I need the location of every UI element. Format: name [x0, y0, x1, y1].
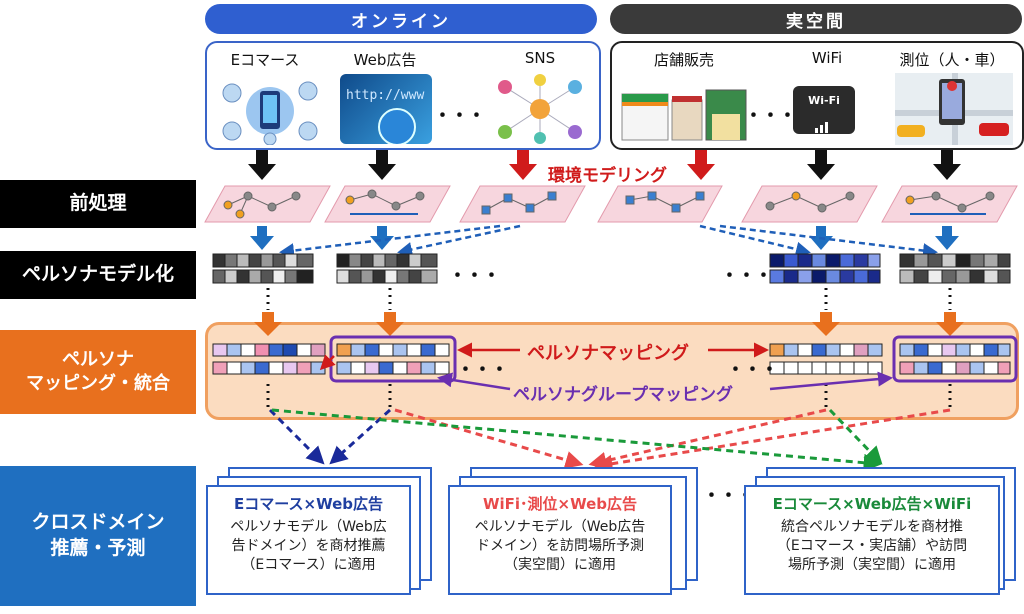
card-1-body: ペルソナモデル（Web広 告ドメイン）を商材推薦 （Eコマース）に適用: [226, 518, 391, 575]
online-header: オンライン: [205, 4, 597, 34]
group-mapping-arrows: [437, 371, 893, 391]
card-1-title: Eコマース×Web広告: [234, 495, 383, 513]
store-illustration: [621, 89, 747, 141]
persona-group-mapping-label: ペルソナグループマッピング: [513, 385, 733, 405]
card-3-title: Eコマース×Web広告×WiFi: [772, 495, 972, 513]
wifi-label: Wi-Fi: [808, 94, 840, 107]
mapping-bar-2: [336, 343, 450, 375]
ecommerce-illustration: [222, 81, 318, 145]
domain-label-web-ads: Web広告: [353, 51, 417, 69]
dashed-model-arrows: [279, 224, 938, 259]
domain-arrows: [248, 150, 961, 180]
mapping-bar-4: [899, 343, 1011, 375]
model-bar-1: [212, 253, 314, 284]
preprocess-panels: [204, 185, 1018, 223]
card-2-body: ペルソナモデル（Web広告 ドメイン）を訪問場所予測 （実空間）に適用: [471, 518, 650, 575]
stage-persona-model: ペルソナモデル化: [0, 251, 196, 299]
model-bar-3: [769, 253, 881, 284]
mapping-bar-1: [212, 343, 326, 375]
panel-graph-3: [481, 191, 557, 215]
stage-preprocess: 前処理: [0, 180, 196, 228]
mapping-bar-3: [769, 343, 883, 375]
panel-graph-6: [905, 191, 995, 215]
real-domain-ellipsis: ･･･: [748, 104, 800, 129]
model-bar-2: [336, 253, 438, 284]
panel-graph-1: [223, 191, 301, 219]
signal-bars-icon: [815, 114, 828, 133]
env-modeling-label: 環境モデリング: [548, 166, 667, 186]
stage-persona-mapping: ペルソナ マッピング・統合: [0, 330, 196, 414]
online-domain-ellipsis: ･･･: [437, 104, 489, 129]
stage-cross-domain-line2: 推薦・予測: [50, 537, 146, 559]
model-row-ellipsis-left: ･･･: [452, 264, 504, 289]
card-3-body-line1: 統合ペルソナモデルを商材推: [781, 519, 963, 535]
stage-persona-mapping-line1: ペルソナ: [62, 348, 134, 370]
card-2-body-line3: （実空間）に適用: [504, 556, 616, 573]
red-arrows: [394, 408, 951, 473]
card-1-body-line2: 告ドメイン）を商材推薦: [231, 537, 386, 554]
domain-label-sns: SNS: [524, 49, 556, 67]
persona-model-bars: [212, 253, 1011, 284]
stage-persona-mapping-line2: マッピング・統合: [26, 373, 170, 394]
green-arrows: [271, 408, 883, 472]
card-ecommerce-web-ads: Eコマース×Web広告 ペルソナモデル（Web広 告ドメイン）を商材推薦 （Eコ…: [206, 485, 411, 595]
card-2-body-line1: ペルソナモデル（Web広告: [474, 519, 646, 535]
panel-graph-5: [765, 191, 855, 213]
web-address-text: http://www: [346, 88, 425, 103]
wifi-router-illustration: Wi-Fi: [793, 86, 855, 134]
real-space-header: 実空間: [610, 4, 1022, 34]
card-wifi-positioning-web-ads: WiFi･測位×Web広告 ペルソナモデル（Web広告 ドメイン）を訪問場所予測…: [448, 485, 672, 595]
card-2-body-line2: ドメイン）を訪問場所予測: [476, 537, 644, 554]
web-ads-illustration: http://www: [340, 74, 432, 144]
model-bar-4: [899, 253, 1011, 284]
card-2-title: WiFi･測位×Web広告: [482, 495, 638, 513]
mapping-bars: [212, 335, 1018, 383]
sns-illustration: [498, 74, 582, 144]
panel-graph-2: [345, 189, 425, 215]
card-3-body: 統合ペルソナモデルを商材推 （Eコマース・実店舗）や訪問 場所予測（実空間）に適…: [773, 518, 971, 575]
card-3-body-line2: （Eコマース・実店舗）や訪問: [776, 537, 968, 554]
mapping-row-ellipsis-right: ･･･: [730, 358, 782, 383]
card-1-body-line1: ペルソナモデル（Web広: [230, 519, 387, 535]
cards-ellipsis: ･･･: [706, 484, 758, 509]
card-ecommerce-web-ads-wifi: Eコマース×Web広告×WiFi 統合ペルソナモデルを商材推 （Eコマース・実店…: [744, 485, 1000, 595]
mapping-row-ellipsis-left: ･･･: [460, 358, 512, 383]
mapping-arrows: [254, 312, 964, 336]
globe-icon: [378, 108, 416, 144]
model-row-ellipsis-right: ･･･: [724, 264, 776, 289]
domain-label-ecommerce: Eコマース: [230, 51, 300, 69]
domain-label-store-sales: 店舗販売: [653, 51, 714, 69]
stage-cross-domain: クロスドメイン 推薦・予測: [0, 466, 196, 606]
card-1-body-line3: （Eコマース）に適用: [241, 556, 376, 573]
persona-mapping-label: ペルソナマッピング: [527, 343, 689, 364]
persona-mapping-arrows: [319, 342, 769, 371]
env-modeling-arrows: [509, 150, 715, 180]
panel-graph-4: [625, 191, 705, 213]
card-3-body-line3: 場所予測（実空間）に適用: [788, 556, 956, 573]
domain-label-positioning: 測位（人・車）: [899, 51, 1005, 69]
domain-label-wifi: WiFi: [811, 49, 843, 67]
positioning-illustration: [895, 73, 1013, 145]
stage-cross-domain-line1: クロスドメイン: [31, 511, 165, 534]
model-arrows: [250, 226, 959, 250]
